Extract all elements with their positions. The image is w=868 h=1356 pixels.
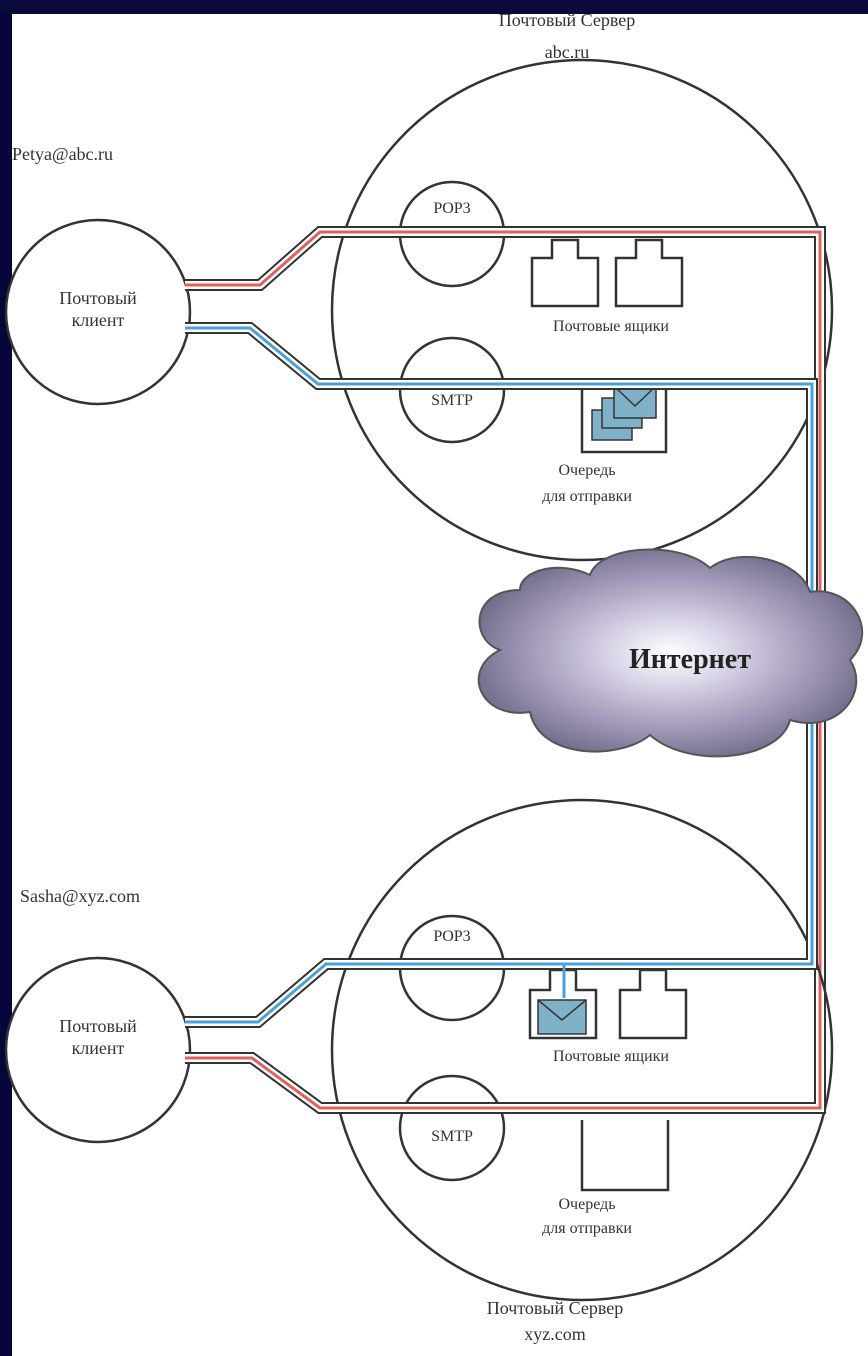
top-mailboxes-label: Почтовые ящики [553, 318, 669, 335]
top-queue-label-1: Очередь [558, 462, 616, 479]
top-server-title: Почтовый Сервер [498, 10, 636, 30]
bottom-server-domain: xyz.com [524, 1324, 586, 1344]
slide-top-border [0, 0, 868, 14]
top-client-address: Petya@abc.ru [12, 144, 114, 164]
bottom-queue-label-2: для отправки [542, 1220, 632, 1237]
top-queued-letters [591, 385, 657, 441]
internet-label: Интернет [629, 644, 751, 675]
top-server-domain: abc.ru [544, 42, 590, 62]
top-server-circle [330, 58, 834, 562]
bottom-mailboxes-label: Почтовые ящики [553, 1048, 669, 1065]
internet-cloud [477, 548, 864, 758]
top-client-label-2: клиент [71, 310, 125, 330]
bottom-pop3-label: POP3 [433, 928, 471, 945]
top-pop3-label: POP3 [433, 200, 471, 217]
bottom-server-circle [330, 798, 834, 1302]
bottom-client-label-2: клиент [71, 1038, 125, 1058]
top-mailbox-1 [530, 238, 600, 308]
top-client-circle [4, 218, 192, 406]
top-client-label-1: Почтовый [59, 288, 137, 308]
bottom-server-title: Почтовый Сервер [486, 1298, 624, 1318]
top-send-queue [580, 382, 668, 454]
bottom-client-address: Sasha@xyz.com [20, 886, 141, 906]
top-smtp-label: SMTP [431, 392, 473, 409]
bottom-delivered-letter [537, 999, 587, 1035]
bottom-client-label-1: Почтовый [59, 1016, 137, 1036]
bottom-send-queue [580, 1120, 670, 1192]
bottom-smtp-label: SMTP [431, 1128, 473, 1145]
bottom-client-circle [4, 956, 192, 1144]
top-mailbox-2 [614, 238, 684, 308]
bottom-mailbox-2 [618, 968, 688, 1040]
bottom-queue-label-1: Очередь [558, 1196, 616, 1213]
top-queue-label-2: для отправки [542, 488, 632, 505]
